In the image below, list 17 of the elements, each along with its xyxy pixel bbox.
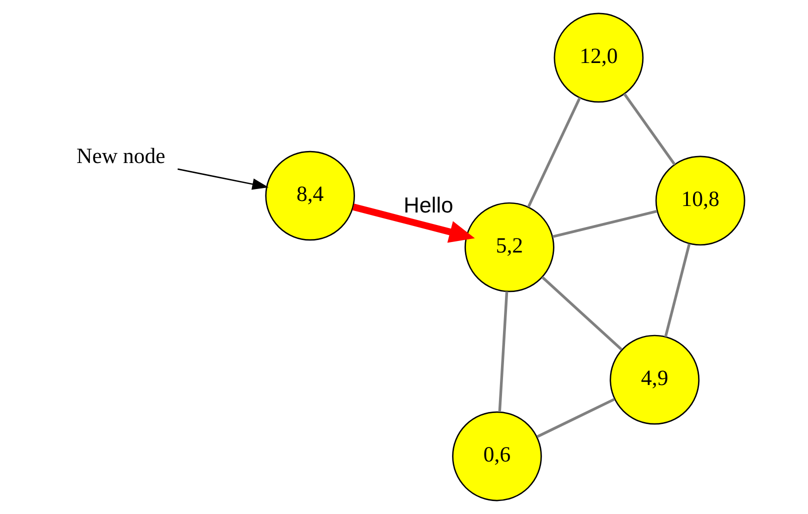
node-circle: 0,6: [452, 411, 542, 502]
arrow: [177, 168, 268, 190]
connector: [664, 243, 690, 338]
node-circle: 4,9: [609, 334, 700, 425]
connector: [540, 276, 622, 351]
connector: [552, 210, 657, 238]
node-text: New node: [76, 144, 165, 168]
node-circle: 10,8: [654, 156, 745, 246]
arrow: [352, 204, 474, 243]
node-circle: 8,4: [264, 150, 354, 241]
connector: [498, 291, 508, 412]
connector: [622, 92, 676, 166]
connector: [536, 398, 615, 438]
node-circle: 12,0: [553, 12, 644, 103]
connector: [526, 97, 581, 208]
node-circle: 5,2: [464, 202, 554, 292]
edge-label: Hello: [403, 192, 453, 218]
